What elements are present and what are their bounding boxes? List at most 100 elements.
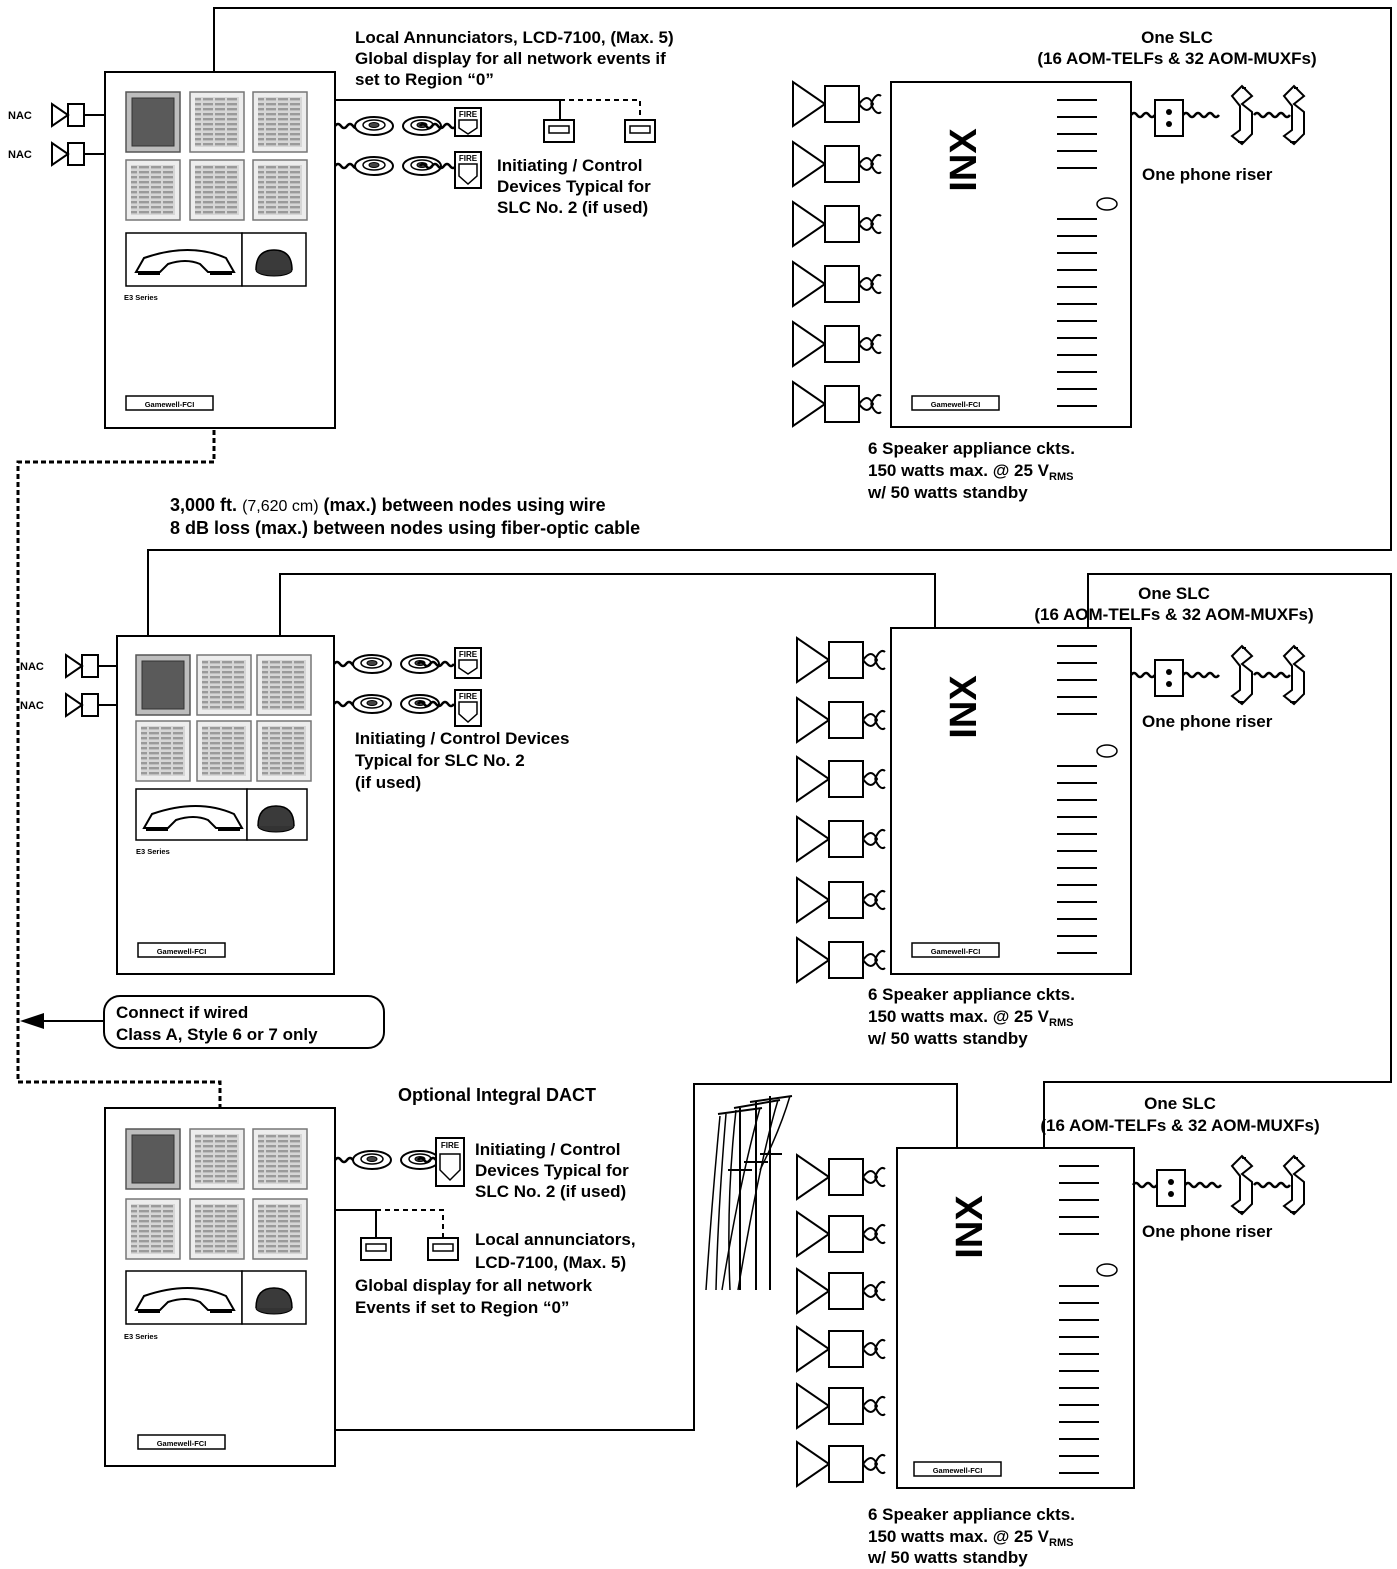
slc2-note: Initiating / Control: [475, 1140, 620, 1159]
inx-brand-label: Gamewell-FCI: [931, 947, 981, 956]
slc2-note: Initiating / Control: [497, 156, 642, 175]
annunciator-icon: [360, 1237, 392, 1261]
inx-amplifier: INX Gamewell-FCI: [890, 81, 1132, 428]
annunciator-note: LCD-7100, (Max. 5): [475, 1253, 626, 1272]
microphone-icon: [255, 1287, 293, 1315]
inx-brand-label: Gamewell-FCI: [933, 1466, 983, 1475]
speaker-icon: [796, 1383, 886, 1429]
inx-amplifier: INX Gamewell-FCI: [890, 627, 1132, 975]
annunciator-note: set to Region “0”: [355, 70, 494, 89]
phone-riser-label: One phone riser: [1142, 712, 1273, 731]
phone-riser-label: One phone riser: [1142, 1222, 1273, 1241]
nac-horn-icon: [65, 692, 117, 718]
panel-brand-label: Gamewell-FCI: [145, 400, 195, 409]
smoke-detector-icon: [352, 654, 392, 674]
slc-title: One SLC: [1138, 584, 1210, 603]
slc2-note: (if used): [355, 773, 421, 792]
svg-text:FIRE: FIRE: [459, 154, 478, 163]
speaker-icon: [796, 1326, 886, 1372]
speaker-icon: [792, 381, 882, 427]
annunciator-icon: [543, 119, 575, 143]
speaker-circuits: [796, 1154, 886, 1487]
node-3: E3 Series Gamewell-FCI FIRE Initiating /…: [104, 1083, 1320, 1567]
telephone-pole-icon: [705, 1095, 793, 1291]
nac-label: NAC: [20, 700, 44, 712]
speaker-icon: [792, 81, 882, 127]
smoke-detector-icon: [400, 1150, 440, 1170]
phone-handset-icon: [1283, 1155, 1305, 1215]
panel-series-label: E3 Series: [124, 293, 158, 302]
smoke-detector-icon: [402, 156, 442, 176]
smoke-detector-icon: [352, 694, 392, 714]
panel-brand-label: Gamewell-FCI: [157, 947, 207, 956]
fire-alarm-panel: E3 Series Gamewell-FCI: [116, 635, 335, 975]
nac-horn-icon: [51, 141, 105, 167]
speaker-circuits: [796, 637, 886, 983]
speaker-icon: [796, 1268, 886, 1314]
pull-station-icon: FIRE: [454, 647, 482, 679]
speaker-icon: [792, 141, 882, 187]
inx-brand-label: Gamewell-FCI: [931, 400, 981, 409]
slc-title: One SLC: [1141, 28, 1213, 47]
speaker-note: 150 watts max. @ 25 VRMS: [868, 1527, 1073, 1549]
speaker-icon: [796, 637, 886, 683]
slc2-note: SLC No. 2 (if used): [475, 1182, 626, 1201]
slc2-note: Typical for SLC No. 2: [355, 751, 525, 770]
panel-brand-label: Gamewell-FCI: [157, 1439, 207, 1448]
phone-handset-icon: [1283, 645, 1305, 705]
speaker-icon: [796, 1441, 886, 1487]
speaker-icon: [792, 201, 882, 247]
annunciator-note: Local Annunciators, LCD-7100, (Max. 5): [355, 28, 674, 47]
svg-text:FIRE: FIRE: [459, 692, 478, 701]
svg-text:FIRE: FIRE: [441, 1141, 460, 1150]
smoke-detector-icon: [354, 156, 394, 176]
slc-devices: FIRE FIRE: [332, 647, 482, 727]
node-2: E3 Series Gamewell-FCI NAC NAC FIRE: [20, 573, 1392, 1148]
annunciator-icon: [427, 1237, 459, 1261]
distance-note: 3,000 ft. (7,620 cm) (max.) between node…: [170, 495, 640, 538]
slc2-note: Initiating / Control Devices: [355, 729, 569, 748]
speaker-icon: [796, 877, 886, 923]
speaker-circuits: [792, 81, 882, 427]
dact-title: Optional Integral DACT: [398, 1085, 596, 1105]
phone-handset-icon: [1231, 85, 1253, 145]
microphone-icon: [255, 249, 293, 277]
svg-text:8 dB loss (max.) between nodes: 8 dB loss (max.) between nodes using fib…: [170, 518, 640, 538]
smoke-detector-icon: [352, 1150, 392, 1170]
speaker-note: w/ 50 watts standby: [867, 1548, 1028, 1567]
smoke-detector-icon: [354, 116, 394, 136]
pull-station-icon: FIRE: [454, 107, 482, 137]
annunciator-note: Local annunciators,: [475, 1230, 636, 1249]
speaker-note: 6 Speaker appliance ckts.: [868, 1505, 1075, 1524]
speaker-note: 6 Speaker appliance ckts.: [868, 439, 1075, 458]
phone-handset-icon: [1231, 1155, 1253, 1215]
speaker-icon: [792, 321, 882, 367]
phone-riser: [1129, 645, 1305, 705]
node-1: E3 Series Gamewell-FCI NAC NAC FIRE: [8, 7, 1392, 1108]
speaker-note: w/ 50 watts standby: [867, 483, 1028, 502]
speaker-icon: [796, 756, 886, 802]
svg-text:FIRE: FIRE: [459, 650, 478, 659]
speaker-note: 150 watts max. @ 25 VRMS: [868, 461, 1073, 483]
slc-devices: FIRE: [333, 1137, 465, 1261]
phone-riser: [1131, 1155, 1305, 1215]
panel-series-label: E3 Series: [124, 1332, 158, 1341]
inx-label: INX: [943, 675, 985, 739]
nac-horn-icon: [65, 653, 117, 679]
nac-label: NAC: [8, 149, 32, 161]
inx-label: INX: [949, 1195, 991, 1259]
nac-label: NAC: [8, 110, 32, 122]
slc-title: (16 AOM-TELFs & 32 AOM-MUXFs): [1040, 1116, 1319, 1135]
panel-series-label: E3 Series: [136, 847, 170, 856]
microphone-icon: [257, 805, 295, 833]
slc-title: One SLC: [1144, 1094, 1216, 1113]
speaker-icon: [796, 1211, 886, 1257]
annunciator-note: Events if set to Region “0”: [355, 1298, 569, 1317]
slc2-note: SLC No. 2 (if used): [497, 198, 648, 217]
phone-handset-icon: [1283, 85, 1305, 145]
svg-text:3,000 ft. (7,620 cm) (max.) be: 3,000 ft. (7,620 cm) (max.) between node…: [170, 495, 606, 515]
speaker-icon: [796, 1154, 886, 1200]
svg-text:FIRE: FIRE: [459, 110, 478, 119]
annunciator-note: Global display for all network: [355, 1276, 593, 1295]
annunciator-note: Global display for all network events if: [355, 49, 666, 68]
